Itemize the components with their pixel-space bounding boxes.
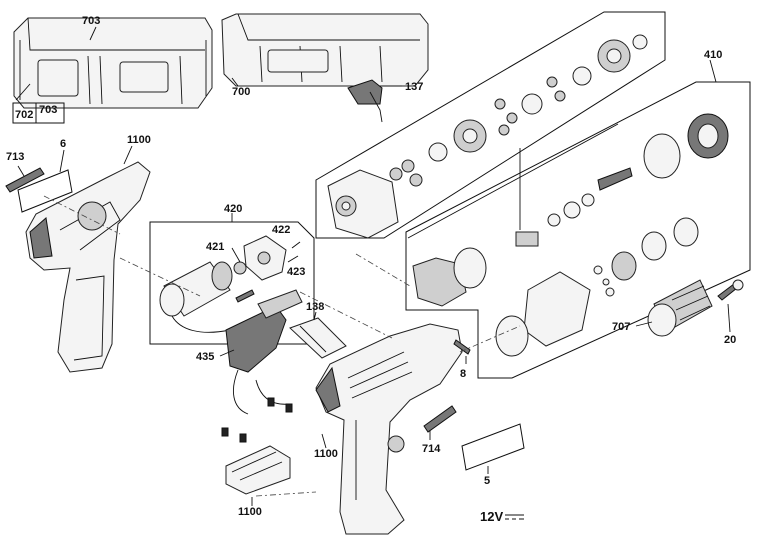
gearbox-parts — [327, 34, 648, 239]
label-137: 137 — [405, 81, 423, 93]
label-435: 435 — [196, 351, 214, 363]
label-421: 421 — [206, 241, 224, 253]
label-700: 700 — [232, 86, 250, 98]
gearbox-frame — [315, 11, 666, 239]
chuck-assembly-frame — [405, 81, 751, 379]
housing-half-right — [315, 323, 463, 535]
screw-8 — [453, 339, 471, 355]
label-703-box: 703 — [39, 104, 57, 116]
chuck-screw-20 — [717, 279, 744, 301]
label-713: 713 — [6, 151, 24, 163]
label-138: 138 — [306, 301, 324, 313]
carrying-case-lower — [13, 17, 213, 109]
switch-lever-137: 137 — [347, 79, 423, 123]
voltage-marking: 12V — [480, 509, 524, 524]
contact-part-138 — [289, 317, 347, 359]
carrying-case-upper — [221, 13, 429, 87]
chuck-assembly-parts — [407, 113, 729, 357]
label-420: 420 — [224, 203, 242, 215]
label-voltage: 12V — [480, 509, 503, 524]
motor-parts — [159, 235, 301, 333]
label-410: 410 — [704, 49, 722, 61]
assembly-lines — [43, 195, 521, 497]
label-plate-6 — [17, 169, 73, 213]
keyless-chuck-707 — [647, 279, 713, 337]
label-20: 20 — [724, 334, 736, 346]
housing-half-left — [25, 161, 151, 373]
terminal-block — [225, 445, 291, 495]
label-1100-mid: 1100 — [314, 448, 338, 460]
label-plate-5 — [461, 423, 525, 471]
bit-714 — [423, 405, 457, 433]
bit-713 — [5, 167, 45, 193]
label-702: 702 — [15, 109, 33, 121]
label-8: 8 — [460, 368, 466, 380]
label-714: 714 — [422, 443, 441, 455]
motor-assembly-frame — [149, 221, 315, 345]
label-703-top: 703 — [82, 15, 100, 27]
label-422: 422 — [272, 224, 290, 236]
case-part-box: 702 703 — [12, 83, 65, 124]
label-1100-bottom: 1100 — [238, 506, 262, 518]
label-423: 423 — [287, 266, 305, 278]
switch-module-435 — [221, 289, 303, 443]
label-1100-top: 1100 — [127, 134, 151, 146]
label-6: 6 — [60, 138, 66, 150]
label-5: 5 — [484, 475, 490, 487]
label-707: 707 — [612, 321, 630, 333]
